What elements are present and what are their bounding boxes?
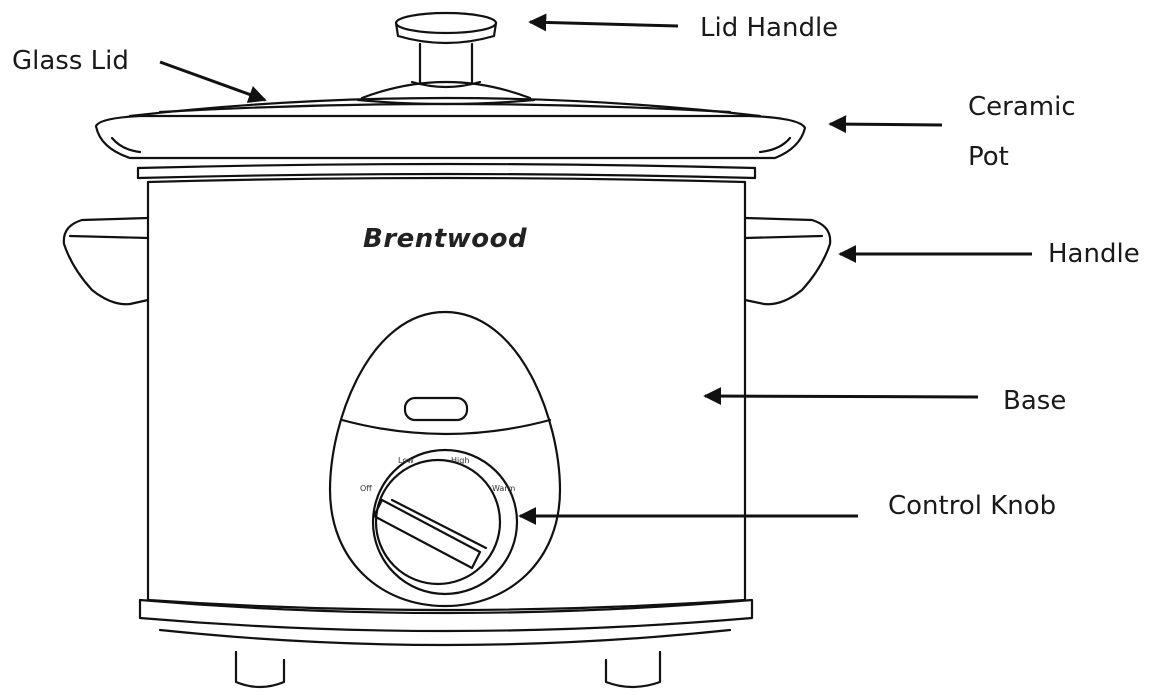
lid-handle-part [394,11,498,89]
base-body [138,176,754,647]
dial-label-high: High [451,456,470,465]
ceramic-pot-label: Ceramic Pot [968,82,1088,182]
ceramic-pot-label-text: Ceramic Pot [968,92,1076,172]
control-panel [328,310,562,608]
arrow-lid-handle [528,13,679,32]
dial-label-warm: Warm [492,484,516,493]
lid-handle-label: Lid Handle [700,13,839,43]
control-knob-label: Control Knob [888,491,1057,521]
ceramic-pot-part [94,114,807,180]
glass-lid-label: Glass Lid [12,46,129,76]
dial-label-off: Off [360,484,372,493]
side-handle-left [62,216,150,306]
arrow-base [703,387,979,406]
side-handle-right [743,216,832,306]
handle-label: Handle [1048,239,1140,269]
arrow-ceramic-pot [828,115,943,134]
dial-label-low: Low [398,456,414,465]
glass-lid-part [128,80,762,118]
base-label: Base [1003,386,1067,416]
control-knob-part [372,458,502,586]
arrow-glass-lid [159,60,267,103]
feet [234,650,662,689]
brand-logo-text: Brentwood [363,224,528,254]
